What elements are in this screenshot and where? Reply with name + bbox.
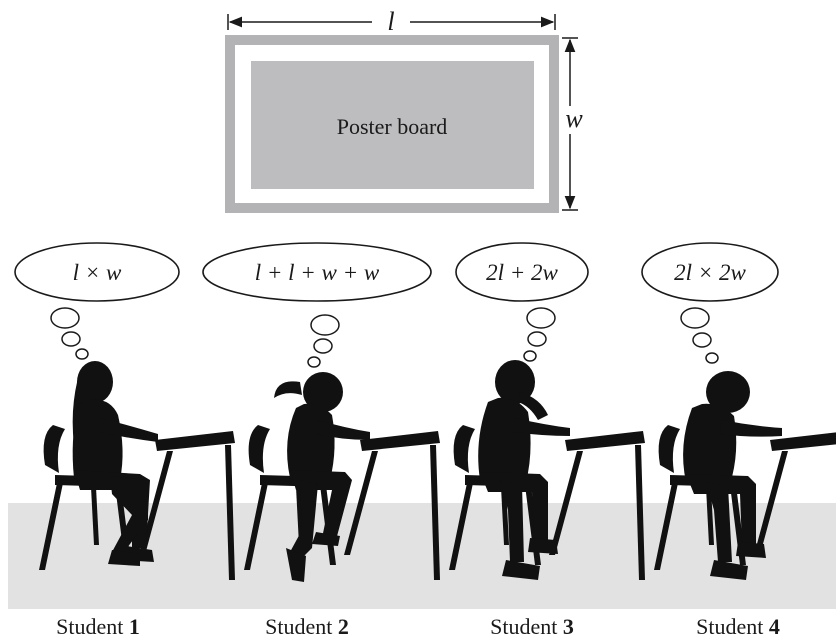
length-label: l [387, 7, 394, 36]
student-3-expression: 2l + 2w [486, 260, 558, 285]
length-dimension: l [227, 7, 556, 36]
student-2-expression: l + l + w + w [255, 260, 380, 285]
student-2-name: Student [265, 614, 332, 639]
student-4-silhouette [654, 371, 836, 580]
thought-bubble-2: l + l + w + w [202, 242, 432, 368]
student-1-silhouette [39, 361, 235, 580]
student-1: l × w Student 1 [14, 242, 235, 639]
student-4-label: Student 4 [696, 614, 780, 639]
poster-board: Poster board [225, 35, 559, 213]
poster-label: Poster board [337, 114, 448, 139]
student-1-label: Student 1 [56, 614, 140, 639]
student-2-silhouette [244, 372, 440, 582]
student-3: 2l + 2w Student 3 [449, 242, 645, 639]
student-1-number: 1 [129, 614, 140, 639]
student-3-silhouette [449, 360, 645, 580]
student-4-number: 4 [769, 614, 780, 639]
student-4: 2l × 2w Student 4 [641, 242, 836, 639]
student-4-name: Student [696, 614, 763, 639]
thought-bubble-1: l × w [14, 242, 180, 360]
student-4-expression: 2l × 2w [674, 260, 746, 285]
width-dimension: w [562, 37, 583, 211]
student-3-name: Student [490, 614, 557, 639]
thought-bubble-3: 2l + 2w [455, 242, 589, 362]
student-2-number: 2 [338, 614, 349, 639]
thought-bubble-4: 2l × 2w [641, 242, 779, 364]
student-1-name: Student [56, 614, 123, 639]
student-3-number: 3 [563, 614, 574, 639]
student-2: l + l + w + w Student 2 [202, 242, 440, 639]
student-1-expression: l × w [73, 260, 122, 285]
student-2-label: Student 2 [265, 614, 349, 639]
width-label: w [565, 104, 583, 133]
student-3-label: Student 3 [490, 614, 574, 639]
